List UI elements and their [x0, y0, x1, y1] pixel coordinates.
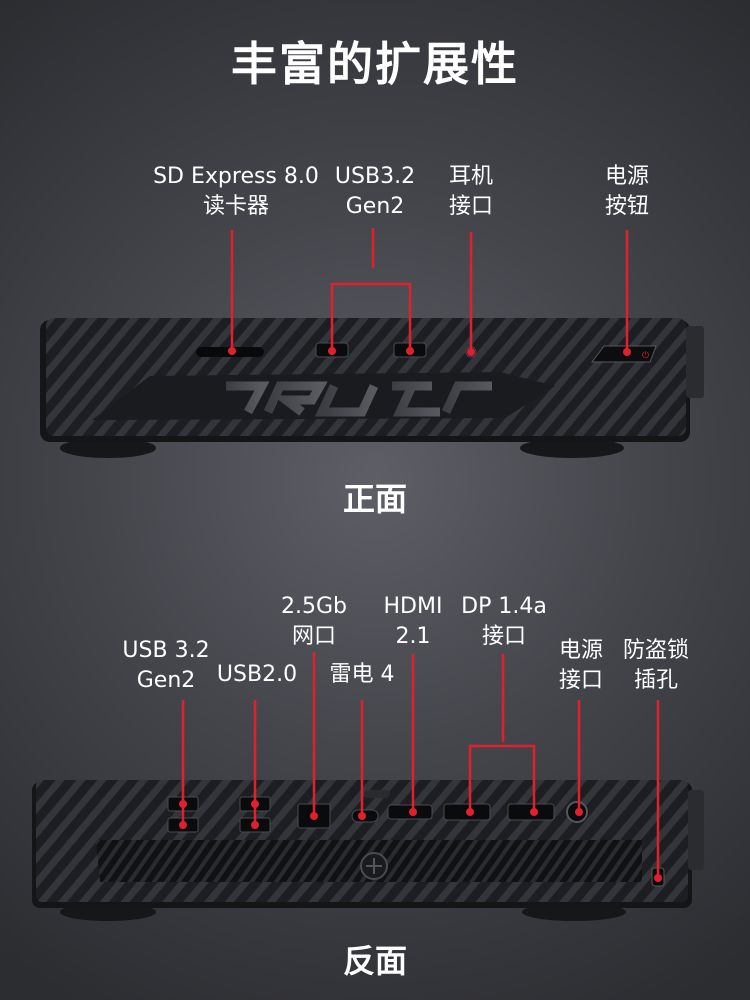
- rog-logo: [226, 381, 492, 417]
- dot-power-button: [623, 348, 631, 356]
- back-side-edge: [688, 790, 704, 870]
- back-device: [32, 780, 704, 921]
- label-lock: 防盗锁 插孔: [622, 638, 689, 693]
- label-hdmi: HDMI 2.1: [383, 594, 443, 649]
- front-callout-dots: [228, 347, 631, 356]
- label-dp: DP 1.4a 接口: [461, 594, 547, 649]
- label-front-usb32: USB3.2 Gen2: [334, 164, 416, 219]
- label-lan: 2.5Gb 网口: [281, 594, 347, 649]
- front-foot-left: [60, 438, 156, 458]
- dot-headphone: [467, 348, 475, 356]
- page-title: 丰富的扩展性: [231, 37, 519, 91]
- dot-usb-2: [406, 347, 414, 355]
- thunderbolt-cover: [364, 790, 390, 798]
- front-foot-right: [520, 438, 624, 458]
- callout-line-usb32-bracket: [330, 282, 412, 351]
- callout-line-dp-bracket: [468, 744, 536, 812]
- power-icon: ⏻: [642, 350, 649, 361]
- front-callouts: [230, 228, 629, 352]
- front-device: ⏻: [40, 318, 704, 458]
- label-power-jack: 电源 接口: [558, 638, 603, 693]
- label-headphone: 耳机 接口: [448, 164, 493, 219]
- label-thunderbolt: 雷电 4: [329, 662, 395, 687]
- back-callout-dots: [179, 800, 662, 882]
- label-back-usb32: USB 3.2 Gen2: [122, 638, 210, 693]
- dot-usb-1: [328, 347, 336, 355]
- back-caption: 反面: [342, 942, 407, 980]
- front-caption: 正面: [342, 480, 407, 518]
- label-sd-reader: SD Express 8.0 读卡器: [153, 164, 319, 219]
- dot-sd: [228, 347, 236, 355]
- label-usb20: USB2.0: [216, 662, 298, 687]
- front-side-edge: [686, 326, 704, 398]
- label-power-button: 电源 按钮: [604, 164, 649, 219]
